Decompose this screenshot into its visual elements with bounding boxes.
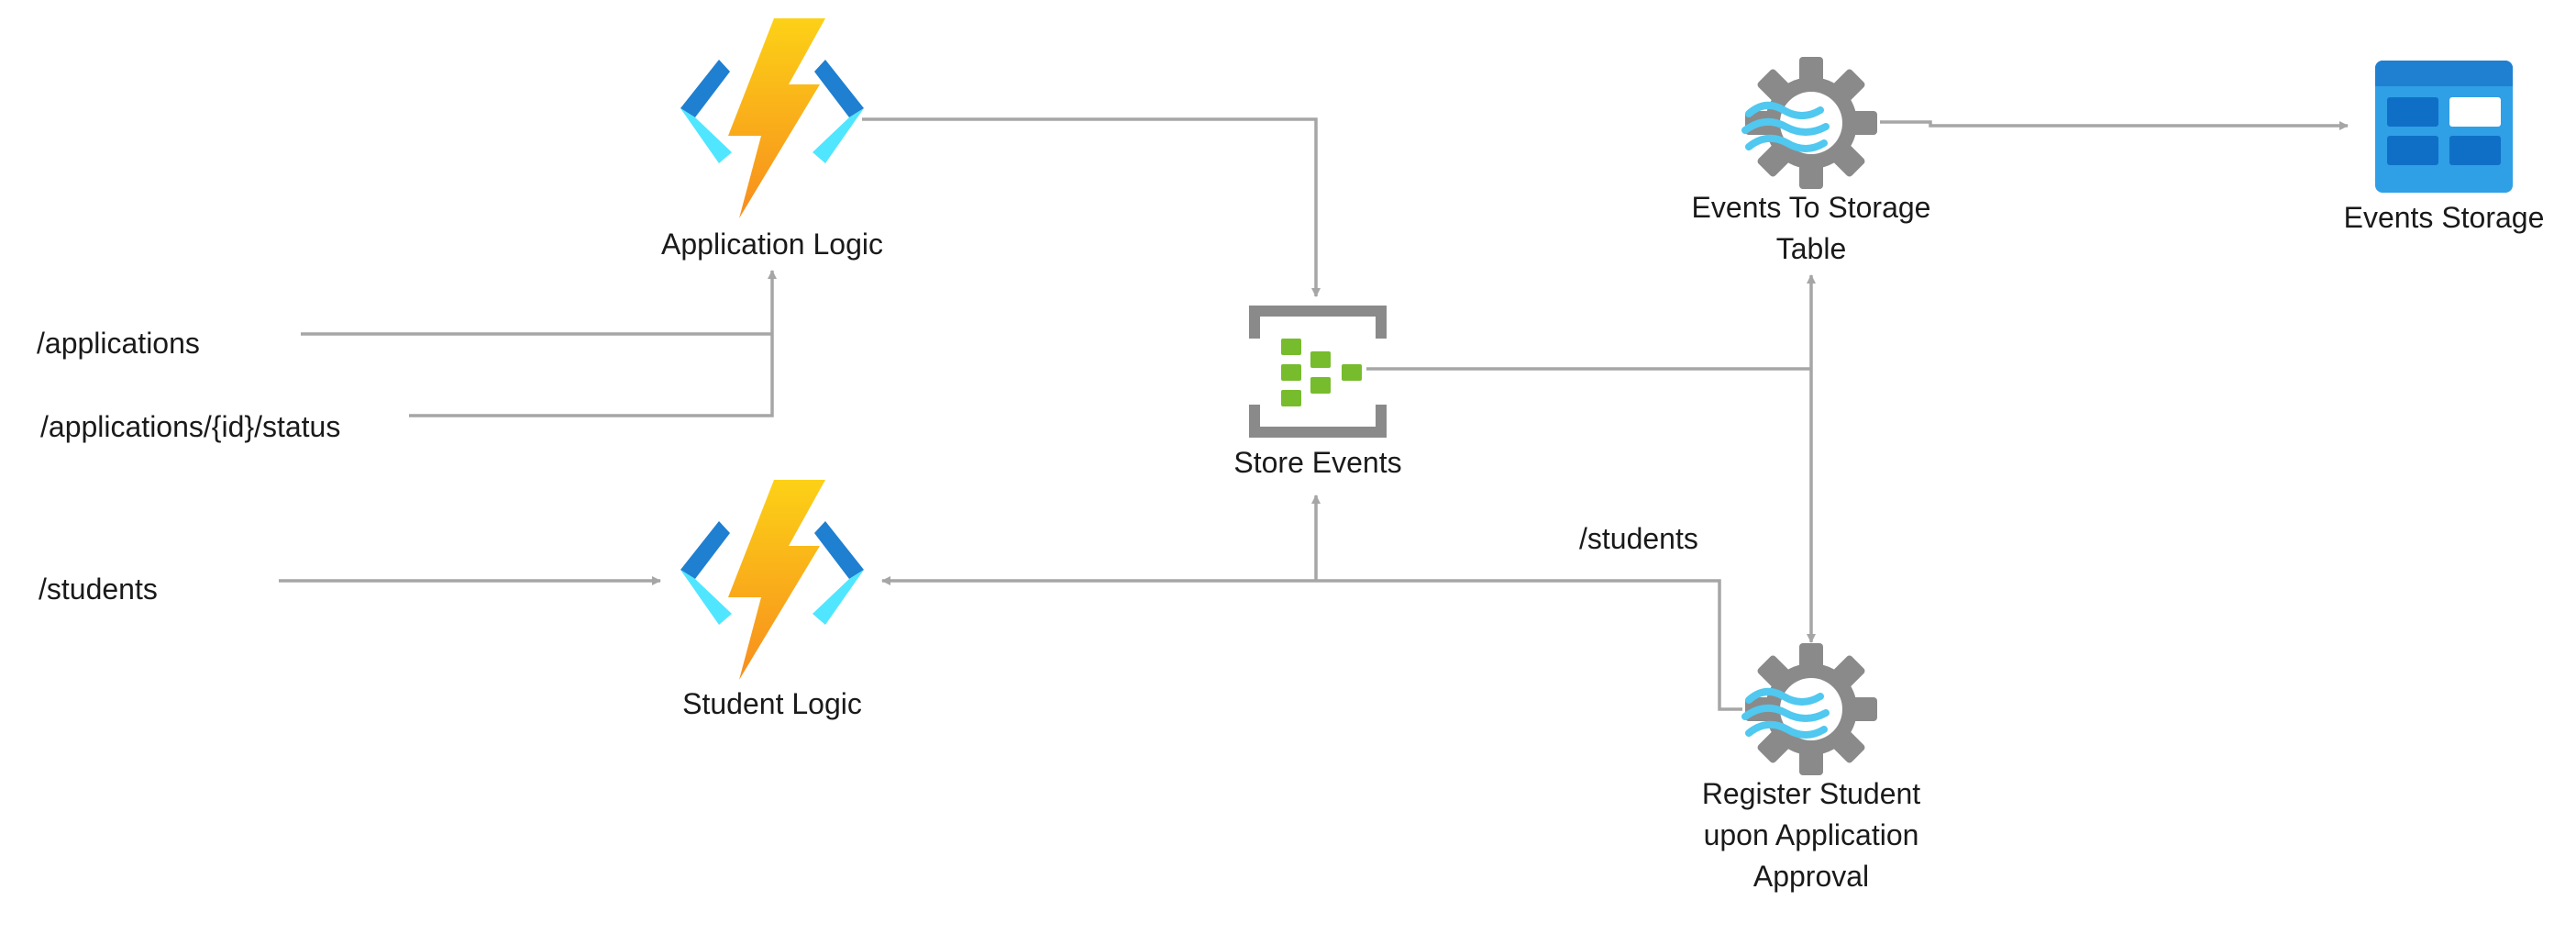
register-student-label-line3: Approval xyxy=(1752,860,1870,893)
connector-app-to-store xyxy=(862,117,1321,297)
events-to-storage-label-line2: Table xyxy=(1775,232,1847,265)
azure-function-icon xyxy=(680,18,864,218)
register-student-label-line1: Register Student xyxy=(1701,777,1921,810)
connector-register-to-student-logic xyxy=(881,576,1742,711)
azure-function-icon xyxy=(680,480,864,680)
connector-events-table-to-storage xyxy=(1880,120,2349,130)
connector-application-status xyxy=(409,270,777,417)
application-logic-label: Application Logic xyxy=(661,228,883,261)
store-events-label: Store Events xyxy=(1233,446,1402,479)
route-students-output: /students xyxy=(1579,522,1698,555)
stream-analytics-icon xyxy=(1745,643,1877,775)
student-logic-label: Student Logic xyxy=(682,687,862,720)
route-application-status: /applications/{id}/status xyxy=(40,410,341,443)
route-applications: /applications xyxy=(37,327,200,360)
events-storage-label: Events Storage xyxy=(2343,201,2545,234)
events-to-storage-label-line1: Events To Storage xyxy=(1691,191,1931,224)
route-students: /students xyxy=(39,573,158,606)
table-storage-icon xyxy=(2375,61,2513,193)
stream-analytics-icon xyxy=(1745,57,1877,189)
register-student-label-line2: upon Application xyxy=(1703,818,1919,851)
event-hub-icon xyxy=(1249,306,1387,438)
